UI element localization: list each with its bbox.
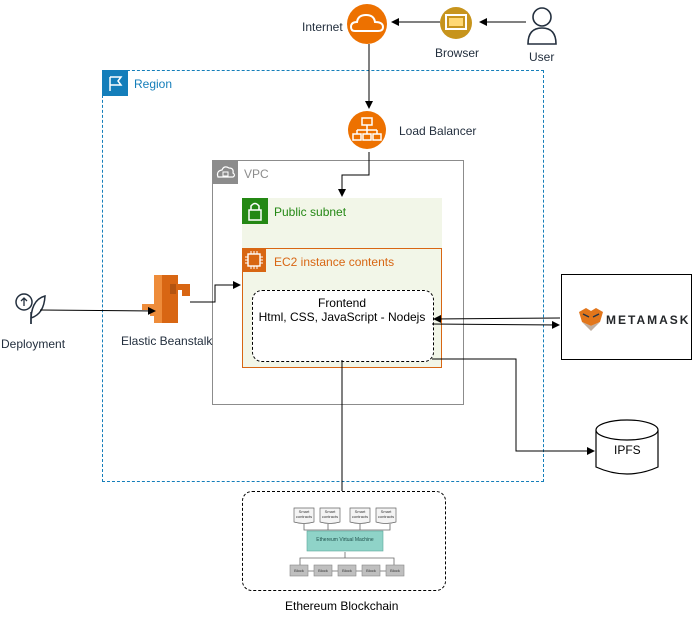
ec2-chip-icon	[242, 248, 266, 272]
internet-label: Internet	[302, 20, 343, 34]
ipfs-label: IPFS	[614, 443, 641, 457]
evm-block-label: Block	[318, 568, 328, 573]
smart-contract-doc	[293, 507, 315, 524]
vpc-label: VPC	[244, 167, 269, 181]
evm-block-label: Block	[342, 568, 352, 573]
connector-lines	[39, 18, 595, 491]
evm-contract-label: Smart contracts	[377, 509, 395, 519]
ethereum-blockchain-label: Ethereum Blockchain	[285, 599, 399, 613]
ethereum-blockchain-box	[242, 491, 446, 591]
smart-contract-doc	[375, 507, 397, 524]
evm-machine-label: Ethereum Virtual Machine	[316, 537, 374, 543]
vpc-container	[212, 160, 464, 405]
evm-contract-label: Smart contracts	[321, 509, 339, 519]
evm-block-label: Block	[294, 568, 304, 573]
ethereum-evm-diagram	[289, 507, 405, 577]
evm-contract-label: Smart contracts	[295, 509, 313, 519]
load-balancer-label: Load Balancer	[399, 124, 477, 138]
internet-cloud-icon	[347, 4, 387, 44]
evm-block-label: Block	[366, 568, 376, 573]
frontend-stack: Html, CSS, JavaScript - Nodejs	[258, 310, 426, 324]
ipfs-cylinder-icon	[595, 419, 659, 475]
frontend-title: Frontend	[317, 296, 367, 310]
deployment-sprout-icon	[15, 293, 46, 325]
ec2-label: EC2 instance contents	[274, 255, 395, 269]
elastic-beanstalk-label: Elastic Beanstalk	[121, 334, 213, 348]
evm-contract-label: Smart contracts	[351, 509, 369, 519]
region-container	[102, 70, 544, 482]
vpc-cloud-icon	[212, 160, 238, 184]
smart-contract-doc	[319, 507, 341, 524]
metamask-wordmark: METAMASK	[606, 313, 691, 327]
smart-contract-doc	[349, 507, 371, 524]
elastic-beanstalk-icon	[142, 275, 190, 323]
frontend-box	[252, 290, 434, 362]
evm-block-label: Block	[390, 568, 400, 573]
region-flag-icon	[102, 70, 128, 96]
public-subnet-label: Public subnet	[274, 205, 347, 219]
subnet-lock-icon	[242, 198, 268, 224]
load-balancer-icon	[348, 111, 386, 149]
region-label: Region	[134, 77, 173, 91]
metamask-fox-icon	[579, 308, 603, 331]
user-label: User	[529, 50, 555, 64]
deployment-label: Deployment	[1, 337, 66, 351]
browser-label: Browser	[435, 46, 480, 60]
browser-icon	[440, 7, 472, 39]
user-icon	[527, 7, 557, 45]
